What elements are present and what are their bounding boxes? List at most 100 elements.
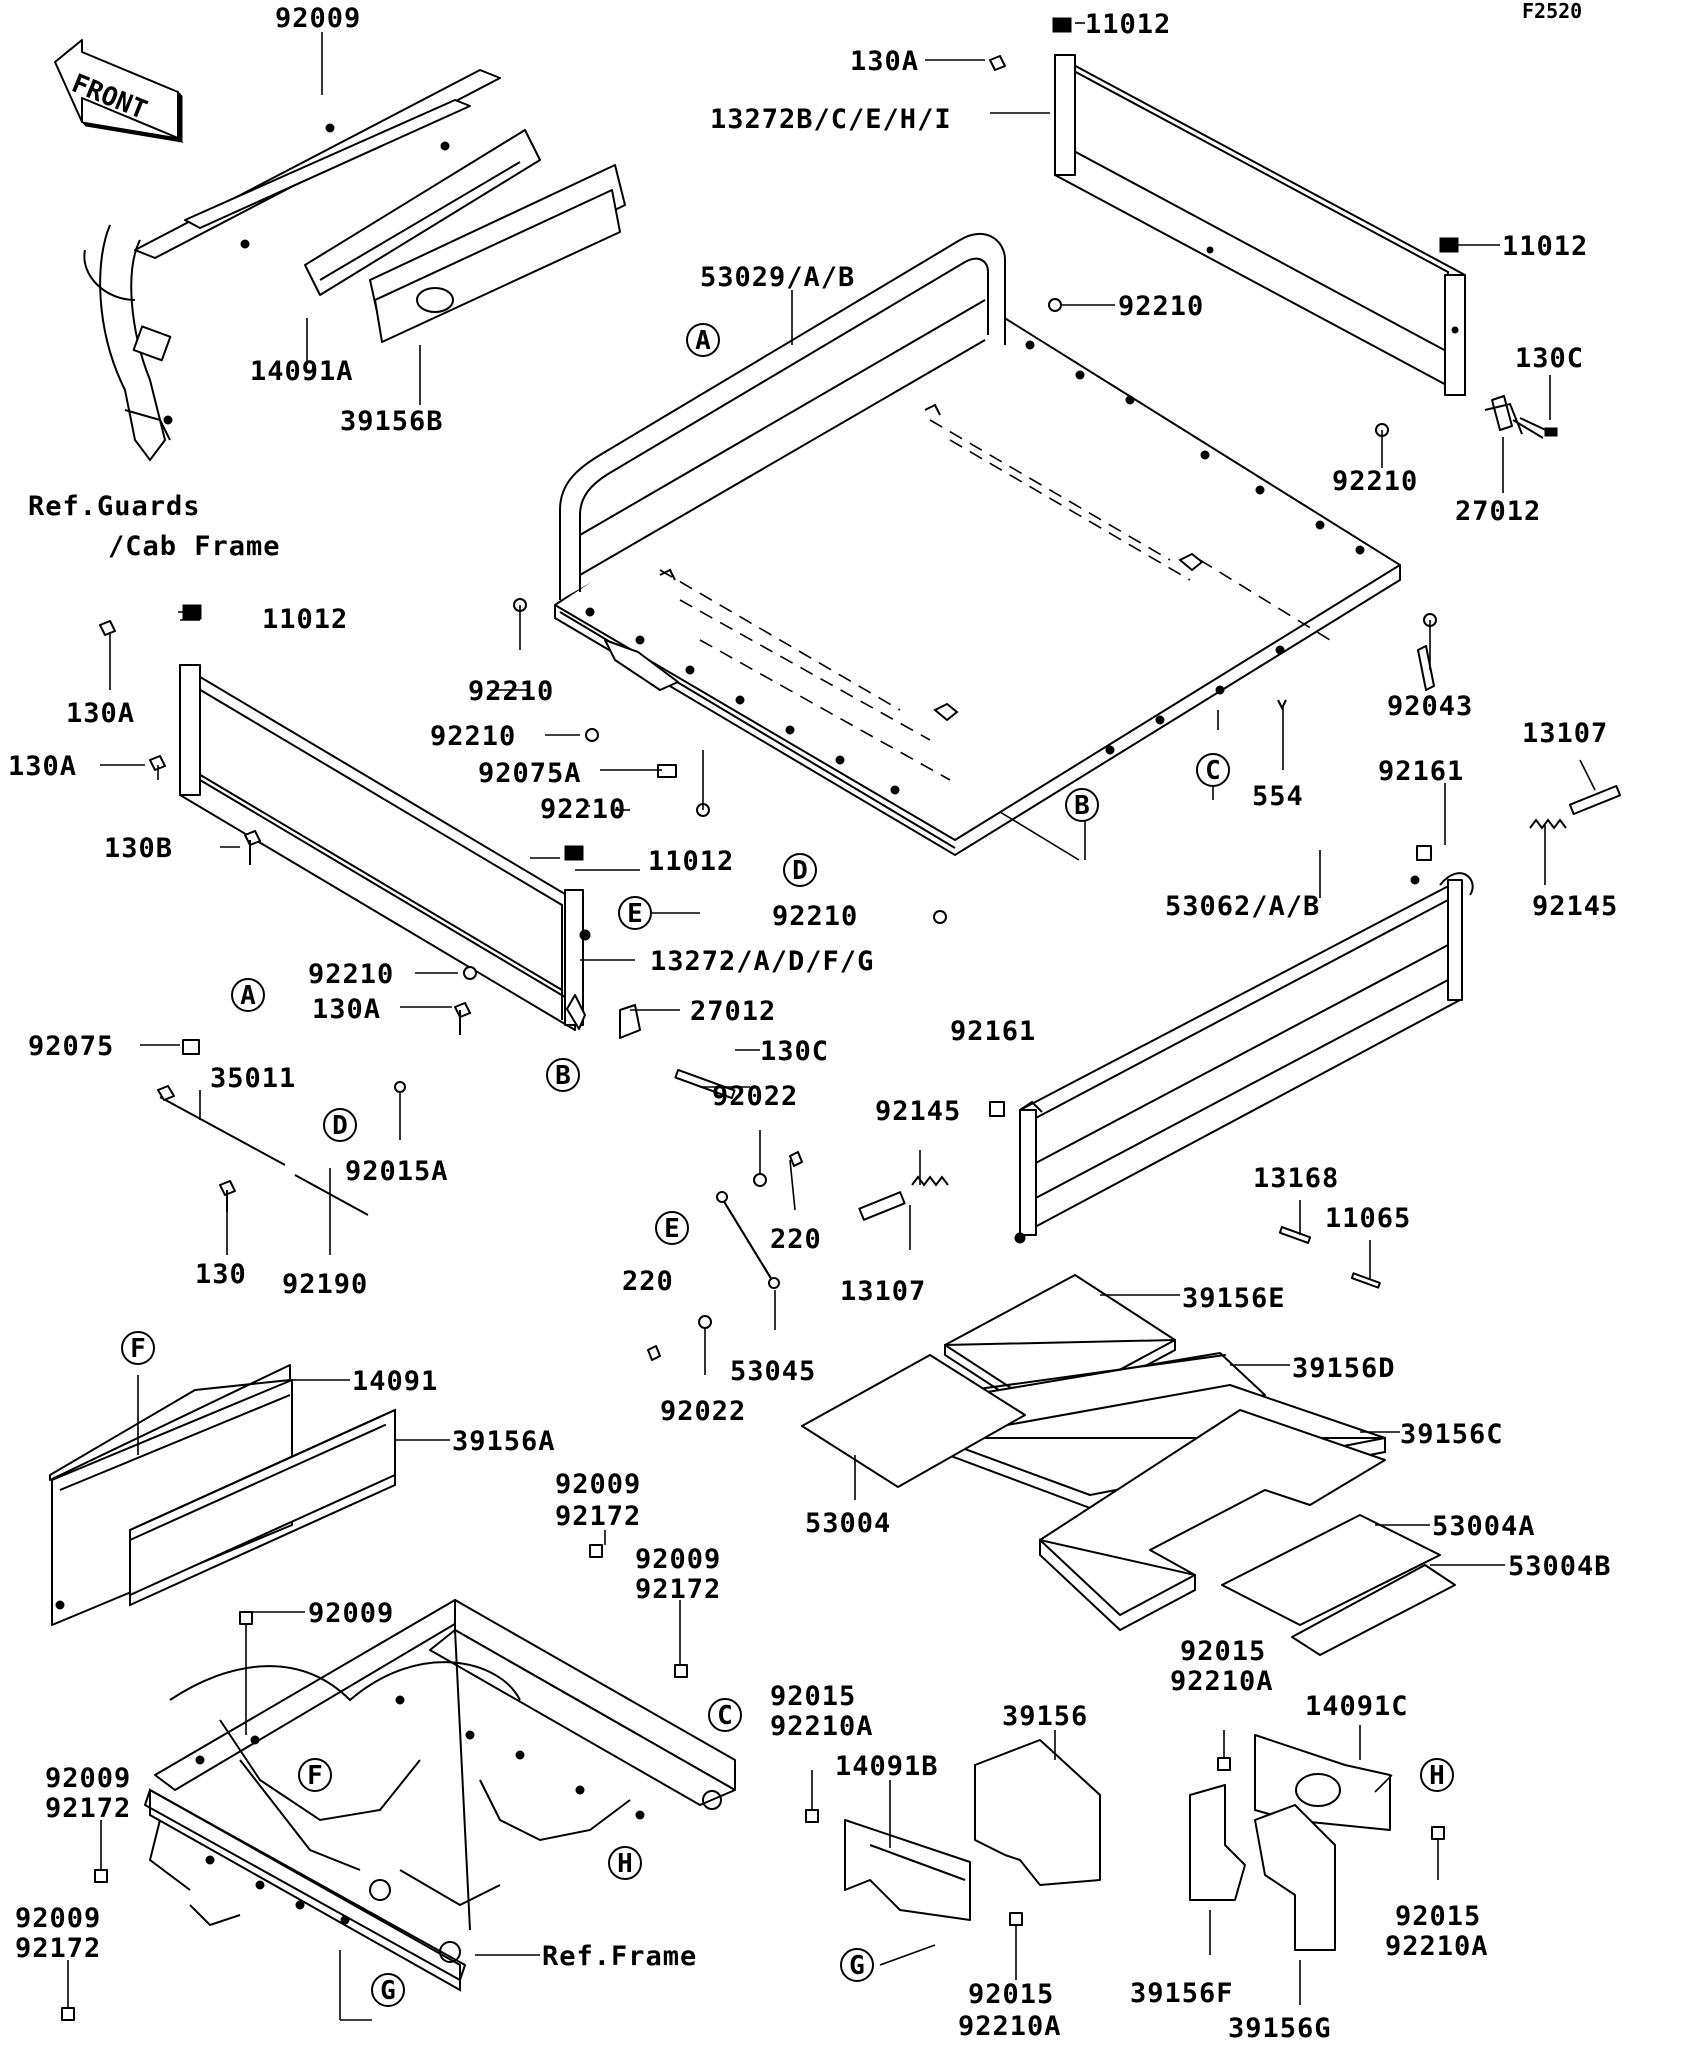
label-13107-right: 13107	[1522, 718, 1608, 749]
label-13168: 13168	[1253, 1163, 1339, 1194]
callout-B-deck: B	[1065, 788, 1099, 822]
callout-A-side: A	[231, 978, 265, 1012]
label-92172-a: 92172	[555, 1501, 641, 1532]
label-92210A-b: 92210A	[958, 2011, 1062, 2042]
label-92009-b: 92009	[635, 1544, 721, 1575]
label-554: 554	[1252, 781, 1304, 812]
label-130A-left-a: 130A	[66, 698, 135, 729]
mat-panels	[49, 1274, 1456, 1951]
label-92210A-c: 92210A	[1170, 1666, 1274, 1697]
part-labels: F2520 92009 14091A 39156B Ref.Guards /Ca…	[8, 0, 1617, 2044]
svg-text:A: A	[695, 326, 711, 356]
svg-text:A: A	[240, 981, 256, 1011]
callout-E-wall: E	[618, 896, 652, 930]
label-39156: 39156	[1002, 1701, 1088, 1732]
label-92009-e: 92009	[15, 1903, 101, 1934]
label-92015-a: 92015	[770, 1681, 856, 1712]
label-14091: 14091	[352, 1366, 438, 1397]
label-130A-mid: 130A	[312, 994, 381, 1025]
svg-text:C: C	[717, 1701, 733, 1731]
label-27012-right: 27012	[1455, 496, 1541, 527]
label-13272B: 13272B/C/E/H/I	[710, 104, 952, 135]
label-130C-left: 130C	[760, 1036, 829, 1067]
svg-text:E: E	[627, 899, 643, 929]
label-39156A: 39156A	[452, 1426, 556, 1457]
label-92210-b: 92210	[1332, 466, 1418, 497]
label-11012-left: 11012	[262, 604, 348, 635]
callout-B-side: B	[546, 1058, 580, 1092]
figure-code: F2520	[1522, 0, 1582, 23]
label-53004B: 53004B	[1508, 1551, 1612, 1582]
label-39156F: 39156F	[1130, 1978, 1234, 2009]
label-220-right: 220	[770, 1224, 822, 1255]
label-92161-mid: 92161	[950, 1016, 1036, 1047]
label-39156E: 39156E	[1182, 1283, 1286, 1314]
callout-H-bracket: H	[1420, 1758, 1454, 1792]
label-11012-mid: 11012	[648, 846, 734, 877]
label-92075: 92075	[28, 1031, 114, 1062]
label-92075A: 92075A	[478, 758, 582, 789]
label-92210-g: 92210	[308, 959, 394, 990]
label-92009-a: 92009	[555, 1469, 641, 1500]
svg-text:B: B	[555, 1061, 571, 1091]
svg-text:E: E	[664, 1214, 680, 1244]
callout-A-top: A	[686, 323, 720, 357]
label-13107-mid: 13107	[840, 1276, 926, 1307]
label-92210A-d: 92210A	[1385, 1931, 1489, 1962]
label-27012-left: 27012	[690, 996, 776, 1027]
label-92015-d: 92015	[1395, 1901, 1481, 1932]
label-92210-a: 92210	[1118, 291, 1204, 322]
label-92210-d: 92210	[430, 721, 516, 752]
label-53045: 53045	[730, 1356, 816, 1387]
label-92015-b: 92015	[968, 1979, 1054, 2010]
callout-F-bracket: F	[121, 1331, 155, 1365]
label-53004: 53004	[805, 1508, 891, 1539]
label-92172-b: 92172	[635, 1574, 721, 1605]
front-wall-part	[1052, 17, 1558, 437]
label-130: 130	[195, 1259, 247, 1290]
label-92043: 92043	[1387, 691, 1473, 722]
label-11012-right: 11012	[1502, 231, 1588, 262]
main-frame-part	[61, 1544, 1445, 2021]
left-side-wall-part	[179, 604, 591, 1031]
label-92210-e: 92210	[540, 794, 626, 825]
label-92210-c: 92210	[468, 676, 554, 707]
label-130C-right: 130C	[1515, 343, 1584, 374]
callout-C-deck: C	[1196, 753, 1230, 787]
label-220-left: 220	[622, 1266, 674, 1297]
label-130B: 130B	[104, 833, 173, 864]
label-39156B: 39156B	[340, 406, 444, 437]
svg-text:G: G	[849, 1951, 865, 1981]
label-35011: 35011	[210, 1063, 296, 1094]
front-arrow-icon: FRONT	[54, 39, 184, 144]
svg-text:F: F	[130, 1334, 146, 1364]
label-92172-e: 92172	[15, 1933, 101, 1964]
label-92015-c: 92015	[1180, 1636, 1266, 1667]
svg-text:H: H	[617, 1849, 633, 1879]
callout-F-frame: F	[298, 1758, 332, 1792]
label-14091C: 14091C	[1305, 1691, 1409, 1722]
callout-G-frame: G	[371, 1973, 405, 2007]
label-92145-mid: 92145	[875, 1096, 961, 1127]
cab-frame-part	[83, 69, 626, 462]
label-92009-top: 92009	[275, 3, 361, 34]
callout-D-deck: D	[783, 853, 817, 887]
label-ref-frame: Ref.Frame	[542, 1941, 697, 1972]
callout-D-rod: D	[323, 1108, 357, 1142]
label-92022-bottom: 92022	[660, 1396, 746, 1427]
label-92161-right: 92161	[1378, 756, 1464, 787]
callout-H-frame: H	[608, 1846, 642, 1880]
label-14091A: 14091A	[250, 356, 354, 387]
label-92210A-a: 92210A	[770, 1711, 874, 1742]
label-92190: 92190	[282, 1269, 368, 1300]
label-39156D: 39156D	[1292, 1353, 1396, 1384]
hardware-parts	[99, 55, 1622, 1361]
label-39156G: 39156G	[1228, 2013, 1332, 2044]
callout-G-bracket: G	[840, 1948, 874, 1982]
label-13272: 13272/A/D/F/G	[650, 946, 874, 977]
label-92015A: 92015A	[345, 1156, 449, 1187]
bed-deck-part	[554, 233, 1401, 857]
svg-text:D: D	[332, 1111, 348, 1141]
callout-E-strut: E	[655, 1211, 689, 1245]
